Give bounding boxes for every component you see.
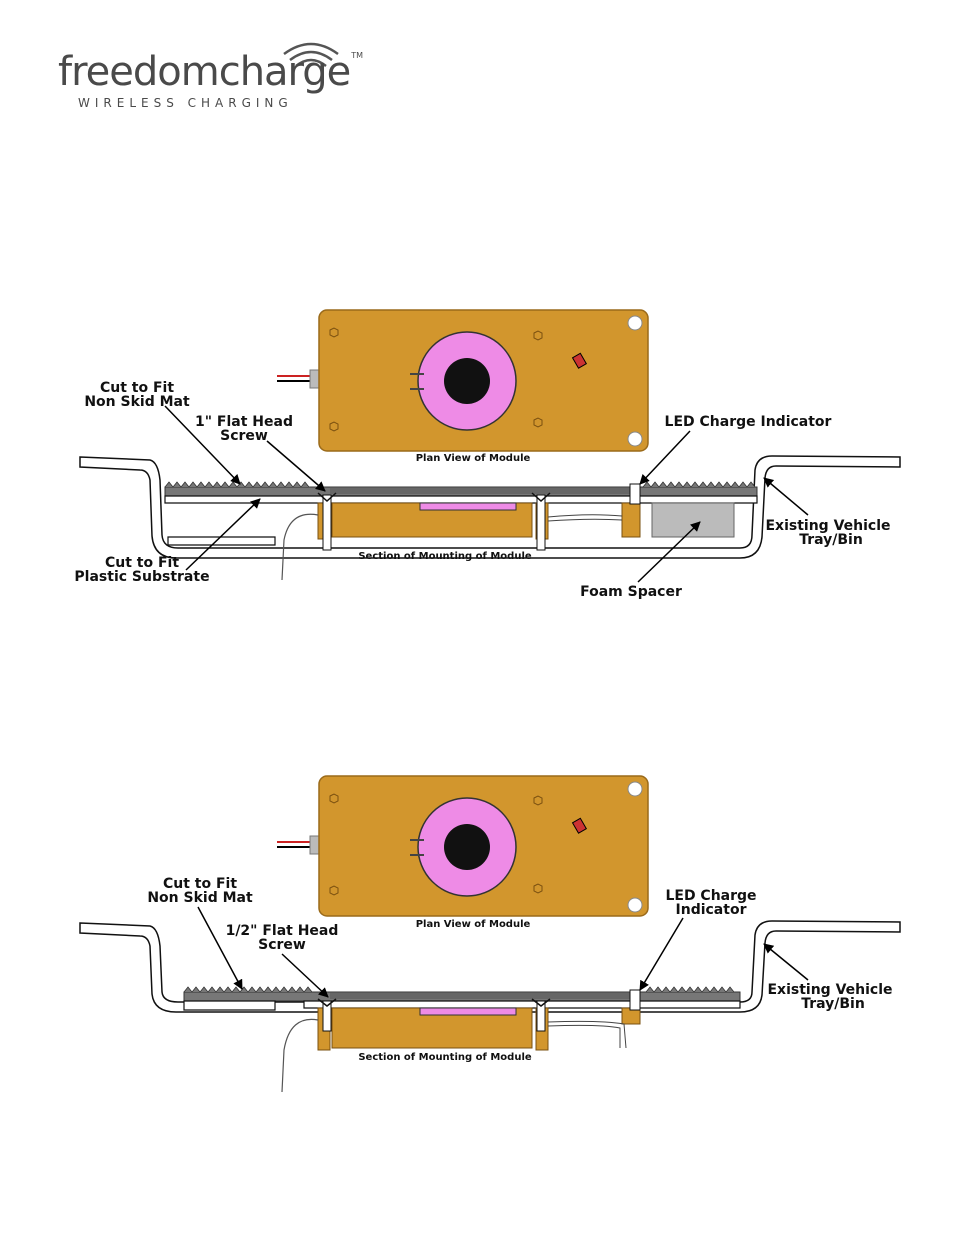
plan-view-module-1: Plan View of Module bbox=[277, 309, 649, 464]
led-label-2a: LED Charge bbox=[665, 888, 756, 904]
led-indicator-2 bbox=[629, 989, 641, 1011]
plan-caption-2: Plan View of Module bbox=[416, 919, 531, 930]
mat-label-2b: Non Skid Mat bbox=[147, 890, 253, 906]
mat-label-1a: Cut to Fit bbox=[100, 380, 174, 396]
wireless-waves-icon bbox=[283, 42, 339, 68]
screw-2b bbox=[536, 1000, 546, 1032]
led-icon bbox=[571, 817, 588, 834]
screw-1a bbox=[322, 494, 332, 551]
screw-1b bbox=[536, 494, 546, 551]
tray-label-1a: Existing Vehicle bbox=[765, 518, 890, 534]
logo-tagline: WIRELESS CHARGING bbox=[78, 96, 293, 110]
screw-2a bbox=[322, 1000, 332, 1032]
mat-label-1b: Non Skid Mat bbox=[84, 394, 190, 410]
led-label-1: LED Charge Indicator bbox=[665, 414, 832, 430]
plastic-substrate-1 bbox=[164, 495, 758, 504]
arrows-2 bbox=[197, 906, 809, 998]
mat-label-2a: Cut to Fit bbox=[163, 876, 237, 892]
module-section-2: Section of Mounting of Module bbox=[281, 989, 641, 1093]
tray-label-2a: Existing Vehicle bbox=[767, 982, 892, 998]
diagram-2: Plan View of Module Section of Mounting … bbox=[79, 775, 901, 1093]
coil-core bbox=[444, 824, 490, 870]
non-skid-mat-2 bbox=[183, 986, 741, 1002]
logo-wordmark: freedomchargeTM bbox=[58, 49, 364, 95]
led-indicator-1 bbox=[629, 483, 641, 505]
plastic-substrate-2 bbox=[183, 1000, 276, 1011]
labels-1: Cut to Fit Non Skid Mat 1" Flat Head Scr… bbox=[74, 380, 890, 600]
screw-label-2a: 1/2" Flat Head bbox=[226, 923, 339, 939]
non-skid-mat-1 bbox=[164, 481, 758, 497]
vehicle-tray bbox=[79, 920, 901, 1013]
substrate-label-1b: Plastic Substrate bbox=[74, 569, 209, 585]
plan-view-module-2: Plan View of Module bbox=[277, 775, 649, 930]
freedomcharge-logo: freedomchargeTM WIRELESS CHARGING bbox=[58, 40, 363, 115]
tray-label-2b: Tray/Bin bbox=[801, 996, 865, 1012]
foam-spacer bbox=[651, 502, 735, 538]
coil-core bbox=[444, 358, 490, 404]
section-caption-2: Section of Mounting of Module bbox=[358, 1052, 532, 1063]
screw-label-2b: Screw bbox=[258, 937, 306, 953]
section-caption-1: Section of Mounting of Module bbox=[358, 551, 532, 562]
vehicle-tray bbox=[79, 455, 901, 559]
screw-label-1b: Screw bbox=[220, 428, 268, 444]
led-icon bbox=[571, 352, 588, 369]
tray-label-1b: Tray/Bin bbox=[799, 532, 863, 548]
labels-2: Cut to Fit Non Skid Mat 1/2" Flat Head S… bbox=[147, 876, 892, 1012]
diagram-1: Plan View of Module bbox=[74, 309, 901, 600]
substrate-label-1a: Cut to Fit bbox=[105, 555, 179, 571]
spacer-label: Foam Spacer bbox=[580, 584, 682, 600]
led-label-2b: Indicator bbox=[676, 902, 747, 918]
screw-label-1a: 1" Flat Head bbox=[195, 414, 293, 430]
arrows-1 bbox=[164, 405, 809, 583]
plan-caption-1: Plan View of Module bbox=[416, 453, 531, 464]
